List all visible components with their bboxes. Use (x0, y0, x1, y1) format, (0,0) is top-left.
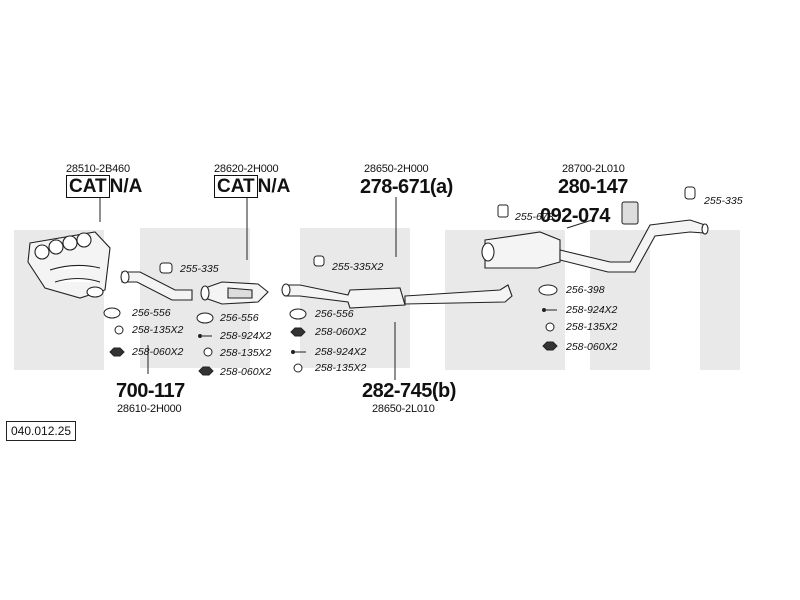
nut-part-col4: 258-060X2 (566, 341, 618, 353)
cat-right: N/A (109, 176, 143, 197)
rear-muffler-drawing (481, 219, 709, 273)
hanger-part-2: 255-335X2 (332, 261, 384, 273)
part-number-front-pipe: 700-117 (116, 380, 185, 402)
gasket-part-col3: 256-556 (315, 308, 354, 320)
ring-part-col2: 258-135X2 (220, 347, 272, 359)
manifold-drawing (27, 231, 111, 299)
catalyst-drawing (200, 281, 269, 305)
oe-number-manifold: 28510-2B460 (66, 163, 130, 175)
cat-right: N/A (257, 176, 291, 197)
gasket-part-col2: 256-556 (220, 312, 259, 324)
watermark-block-6 (700, 230, 740, 370)
cat-left: CAT (66, 175, 110, 198)
nut-part-col2: 258-060X2 (220, 366, 272, 378)
gasket-part-col1: 256-556 (132, 307, 171, 319)
bolt-part-col2: 258-924X2 (220, 330, 272, 342)
part-number-center-pipe: 282-745(b) (362, 380, 456, 402)
ring-part-col3: 258-135X2 (315, 362, 367, 374)
nut-part-col3: 258-060X2 (315, 326, 367, 338)
oe-number-rear-muffler: 28700-2L010 (562, 163, 625, 175)
oe-number-middle-pipe: 28650-2H000 (364, 163, 429, 175)
oe-number-front-pipe: 28610-2H000 (117, 403, 182, 415)
nut-part-col1: 258-060X2 (132, 346, 184, 358)
bolt-part-col3: 258-924X2 (315, 346, 367, 358)
front-pipe-drawing (120, 270, 193, 301)
ring-part-col4: 258-135X2 (566, 321, 618, 333)
hanger-part-3: 255-678 (515, 211, 554, 223)
cat-left: CAT (214, 175, 258, 198)
hanger-part-1: 255-335 (180, 263, 219, 275)
part-number-rear-muffler: 280-147 (558, 176, 628, 198)
diagram-reference-number: 040.012.25 (6, 421, 77, 441)
oe-number-center-pipe: 28650-2L010 (372, 403, 435, 415)
hanger-part-4: 255-335 (704, 195, 743, 207)
part-number-middle-pipe: 278-671(a) (360, 176, 453, 198)
part-number-mounting: 092-074 (540, 205, 610, 227)
middle-pipe-drawing (281, 283, 513, 309)
hanger-drawings (159, 186, 696, 274)
fastener-drawings (103, 284, 558, 376)
ring-part-col1: 258-135X2 (132, 324, 184, 336)
gasket-part-col4: 256-398 (566, 284, 605, 296)
oe-number-catalyst: 28620-2H000 (214, 163, 279, 175)
bolt-part-col4: 258-924X2 (566, 304, 618, 316)
